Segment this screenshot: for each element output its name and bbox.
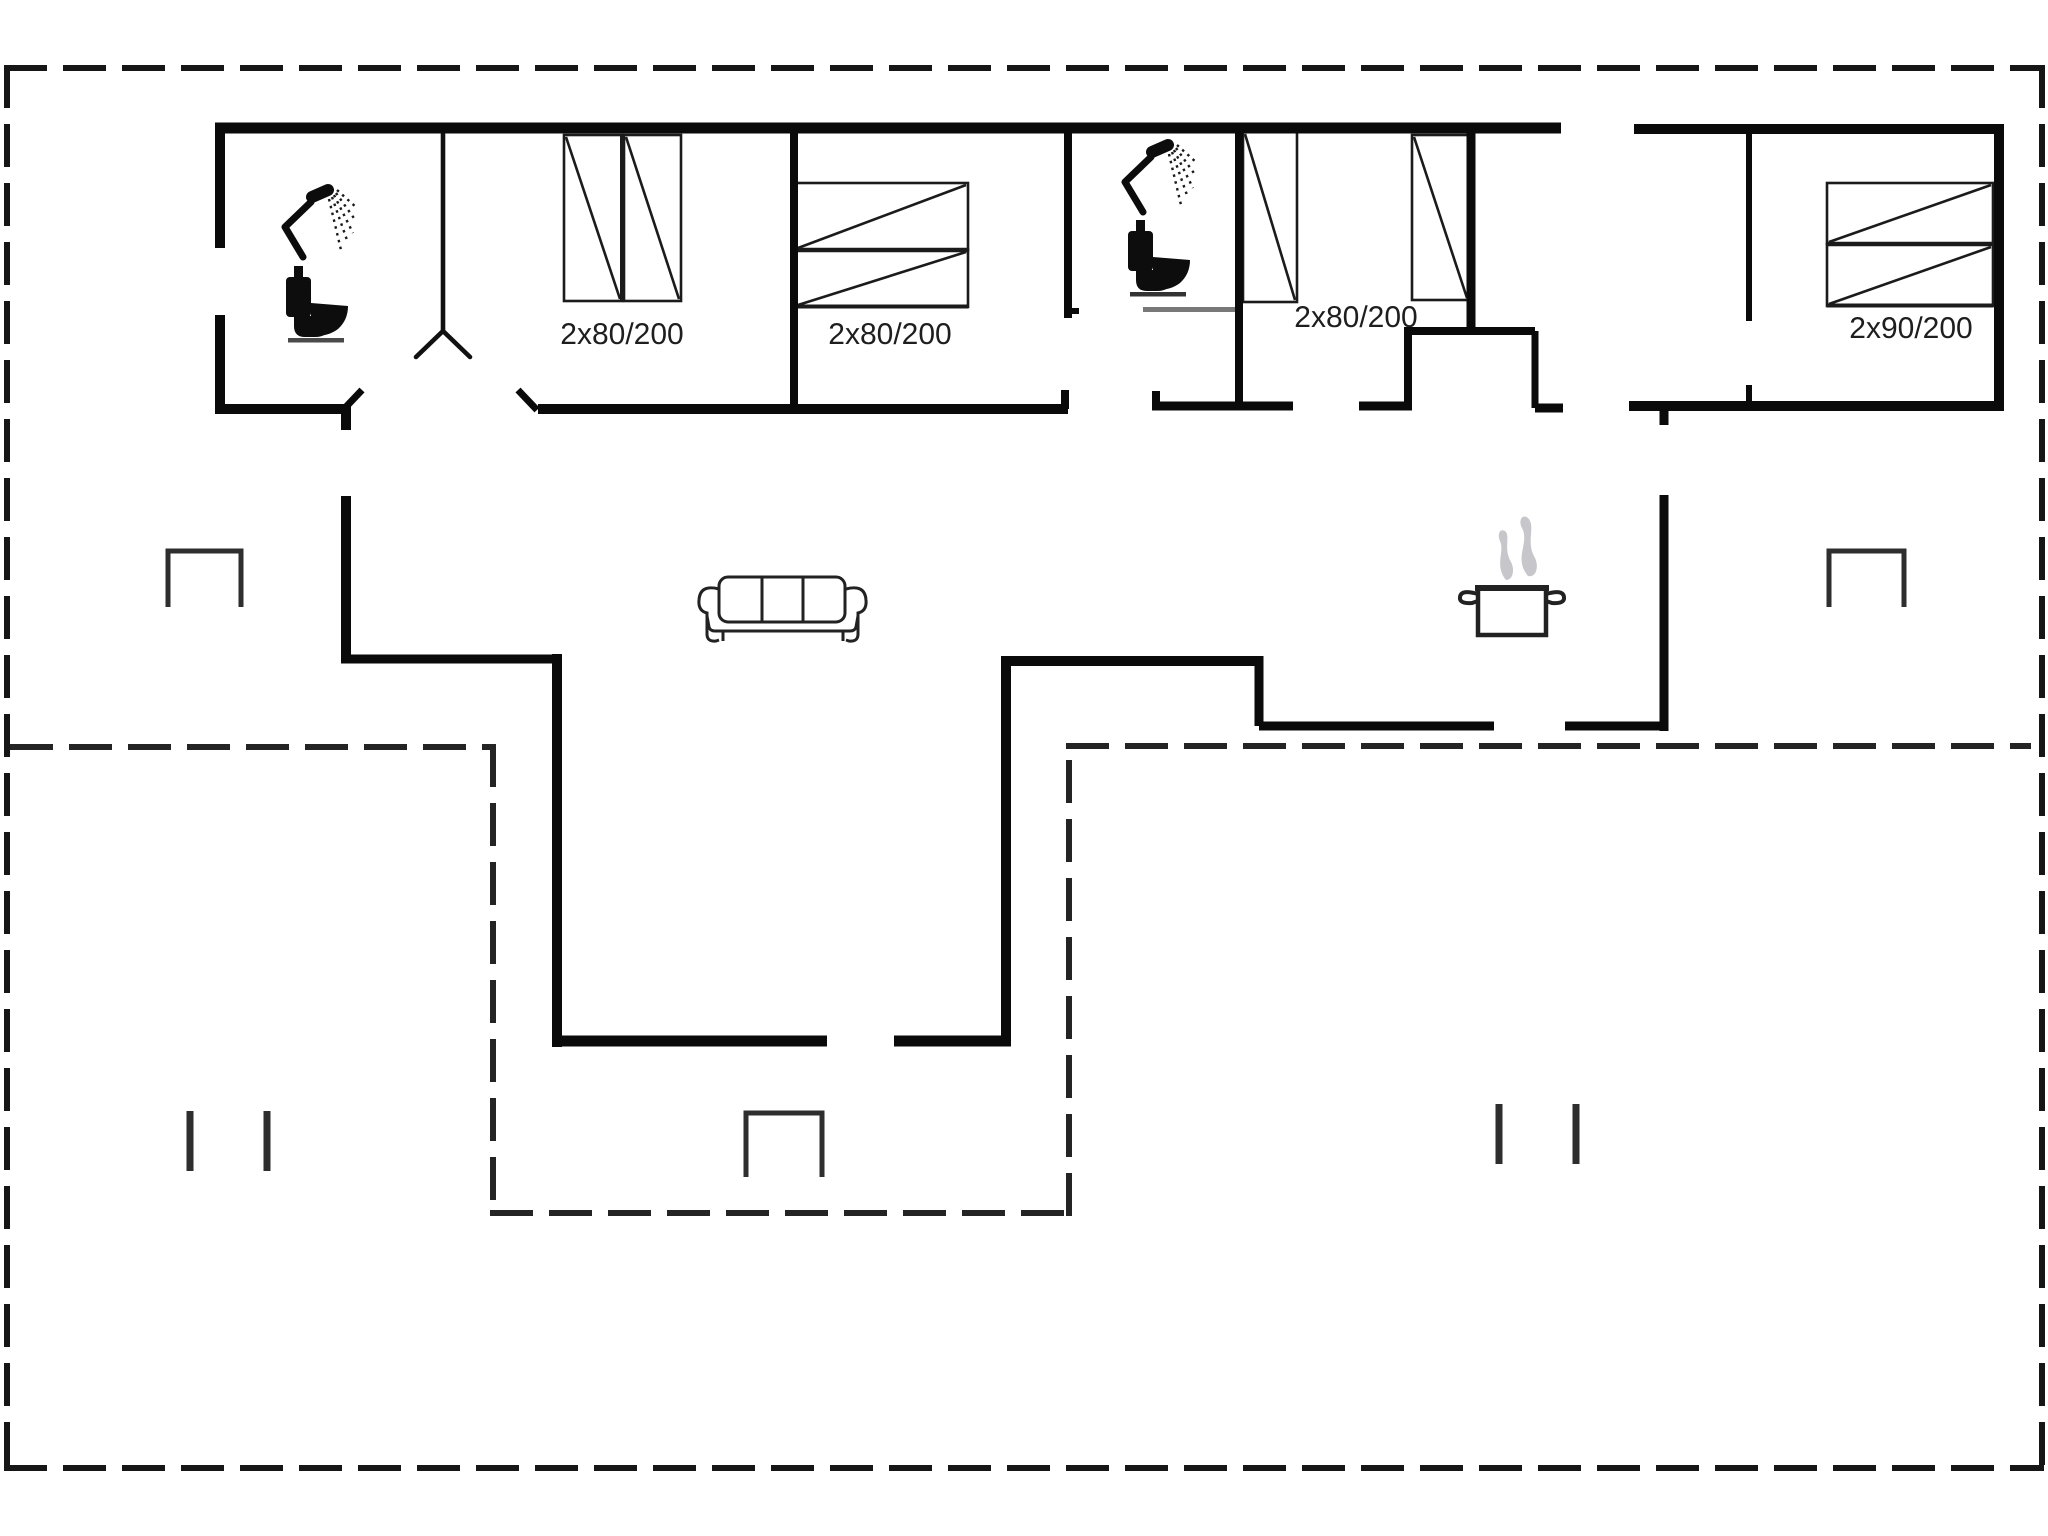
- svg-text:2x90/200: 2x90/200: [1849, 312, 1972, 345]
- svg-text:2x80/200: 2x80/200: [560, 318, 683, 351]
- svg-text:2x80/200: 2x80/200: [1294, 301, 1417, 334]
- svg-text:2x80/200: 2x80/200: [828, 318, 951, 351]
